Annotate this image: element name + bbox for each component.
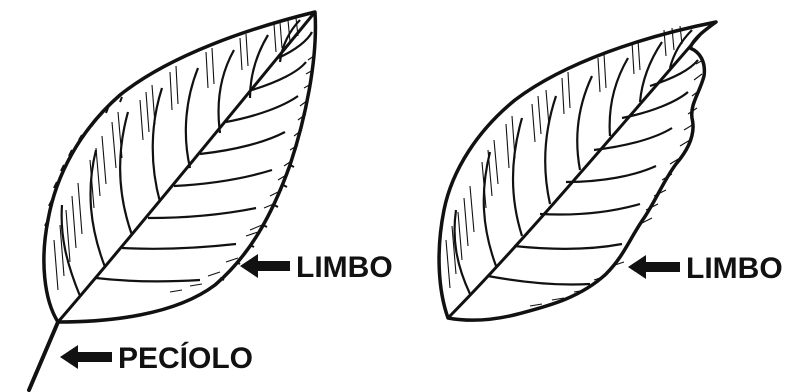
petiole-callout: PECÍOLO	[60, 341, 253, 375]
right-limbo-label: LIMBO	[686, 252, 783, 285]
left-arrow-icon	[240, 254, 290, 278]
left-limbo-label: LIMBO	[296, 251, 393, 284]
petiole-label: PECÍOLO	[118, 341, 253, 375]
left-arrow-icon	[60, 345, 112, 369]
left-leaf-outline	[44, 12, 316, 322]
left-leaf-petiole	[29, 322, 58, 390]
right-leaf	[439, 22, 716, 320]
left-arrow-icon	[628, 255, 680, 279]
left-limbo-callout: LIMBO	[240, 251, 393, 284]
right-limbo-callout: LIMBO	[628, 252, 783, 285]
left-leaf	[29, 12, 315, 390]
